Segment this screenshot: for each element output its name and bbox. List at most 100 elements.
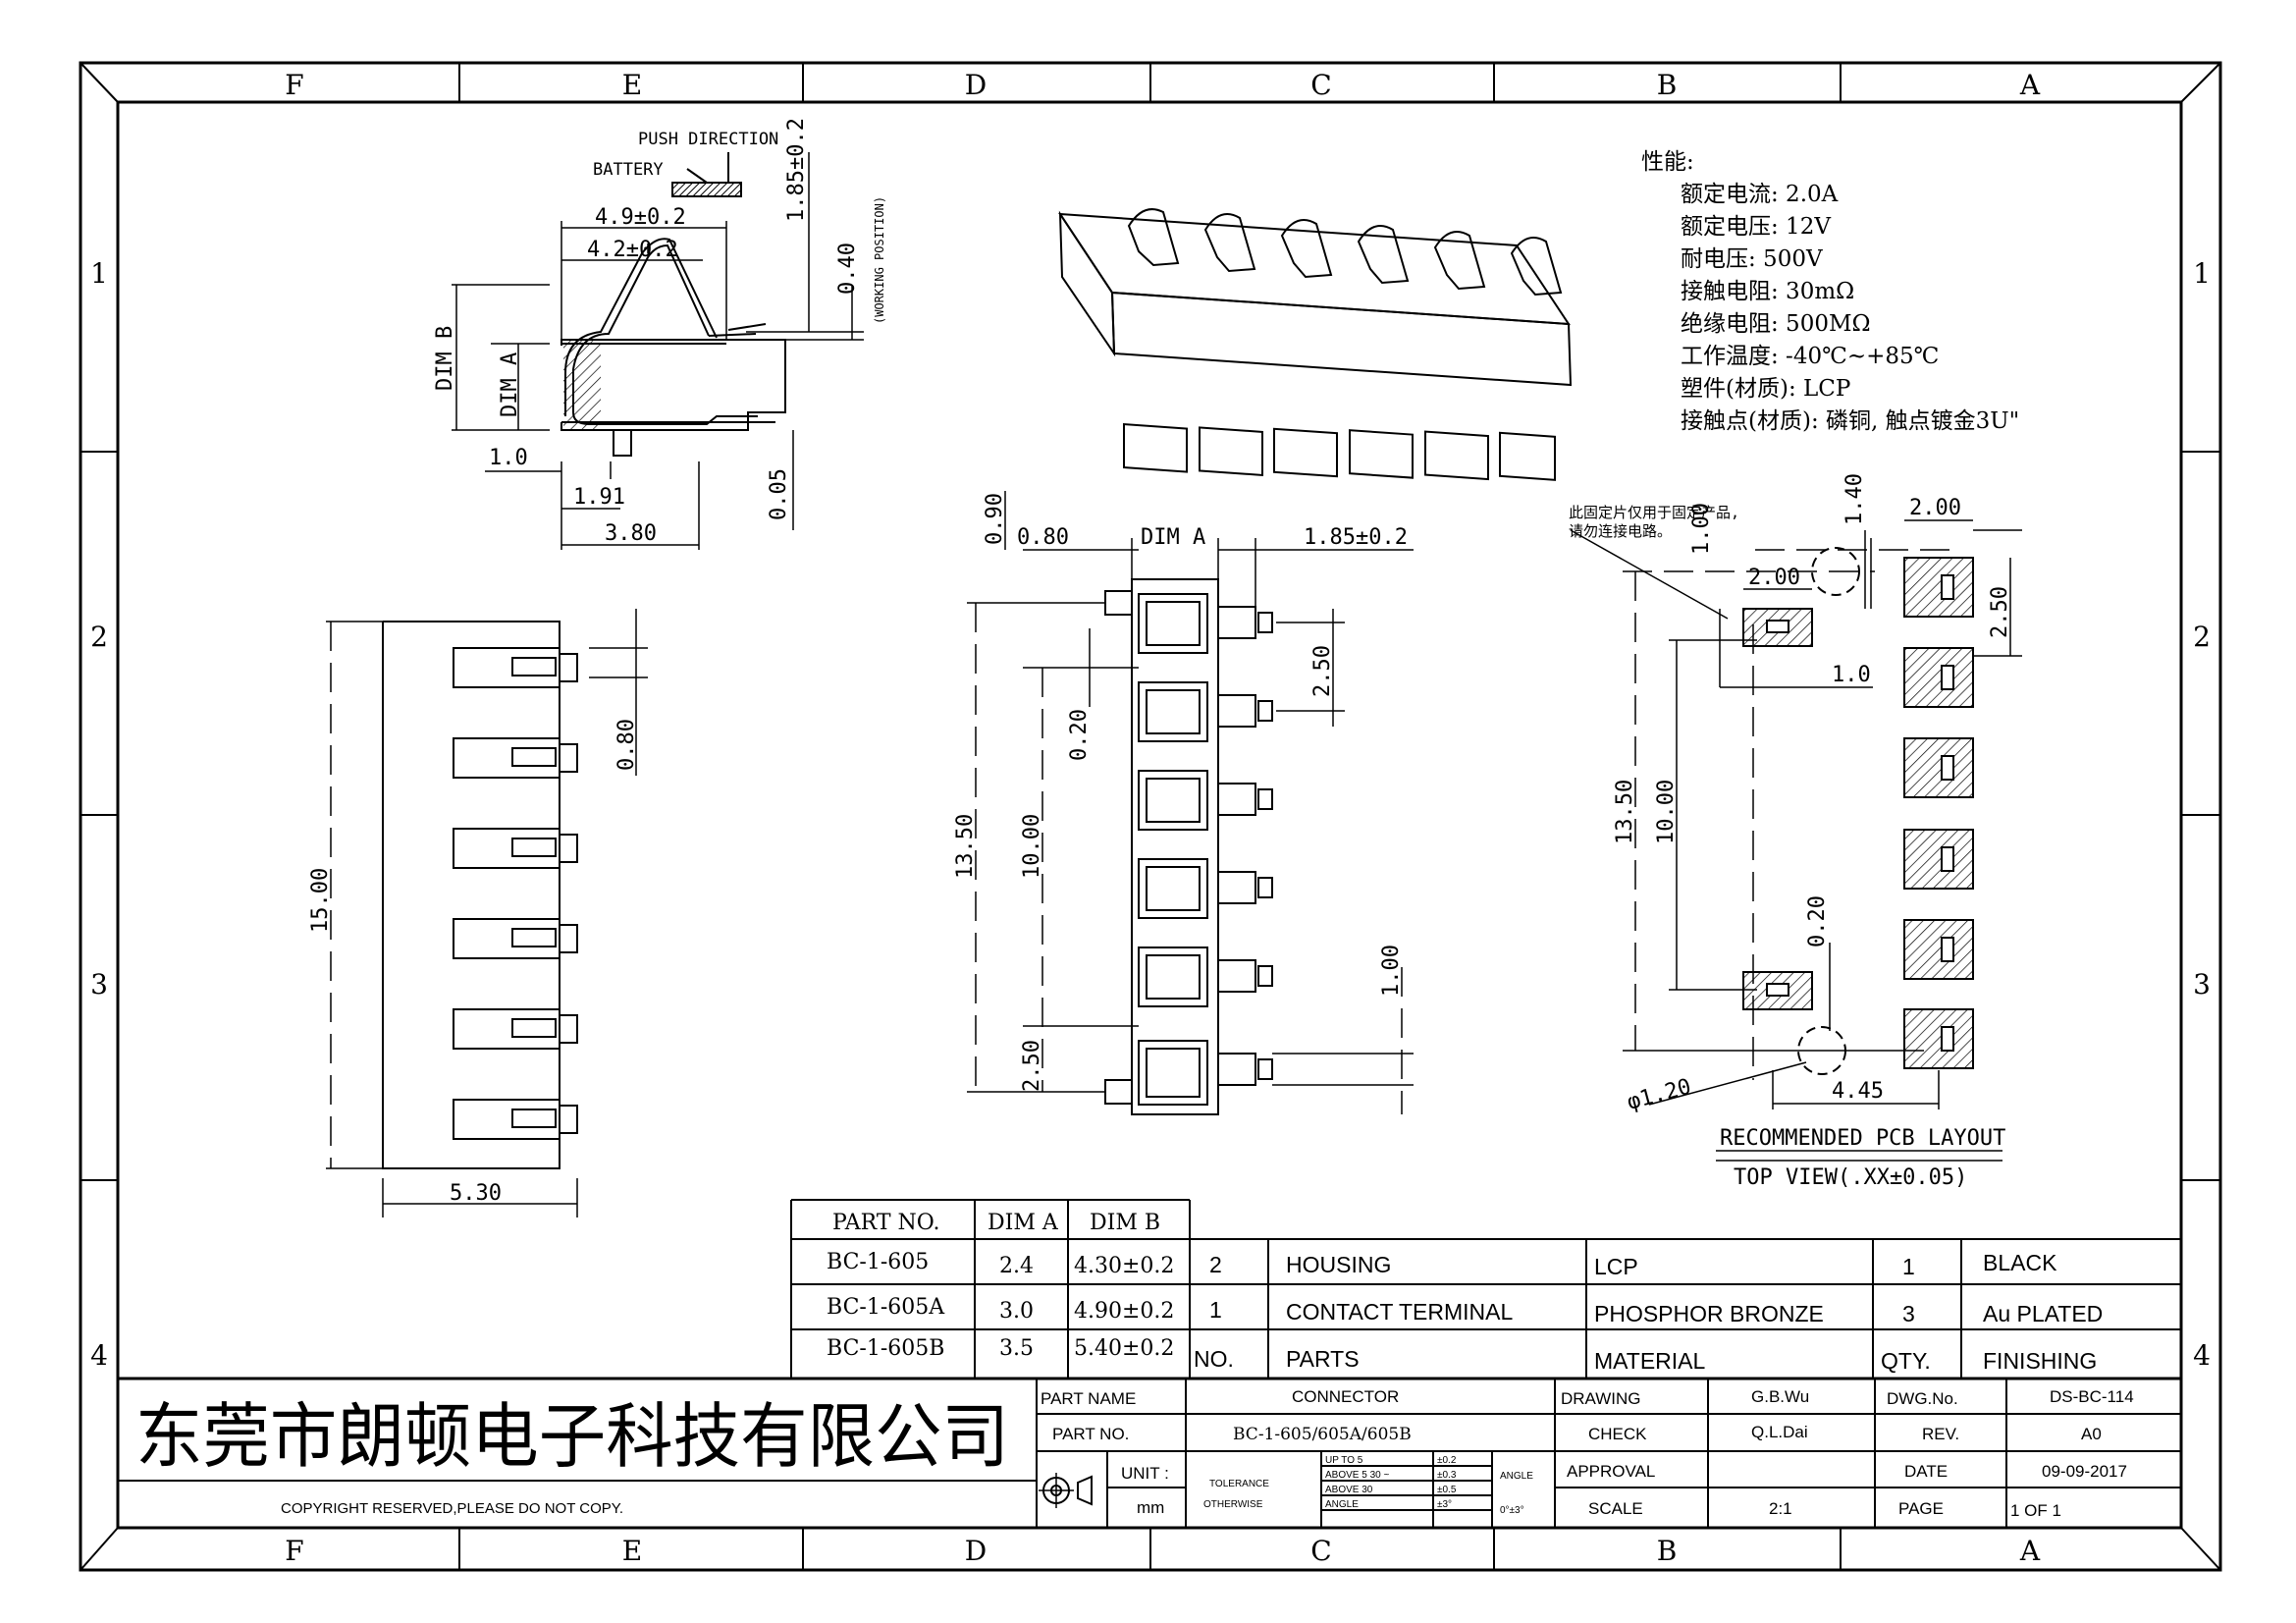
bom-header: FINISHING: [1983, 1348, 2097, 1374]
drawing-value: G.B.Wu: [1751, 1387, 1809, 1406]
copyright-notice: COPYRIGHT RESERVED,PLEASE DO NOT COPY.: [281, 1500, 623, 1517]
dim-label: 1.85±0.2: [784, 118, 809, 222]
part-name-label: PART NAME: [1041, 1389, 1136, 1408]
table-header: DIM B: [1090, 1211, 1160, 1235]
dim-label: 4.45: [1832, 1079, 1884, 1104]
pcb-layout-labels: 此固定片仅用于固定产品, 请勿连接电路。 1.00 1.40 2.00 2.00…: [1569, 473, 2012, 1190]
scale-label: SCALE: [1588, 1499, 1643, 1518]
specs-title: 性能:: [1641, 149, 1694, 175]
bom-cell: LCP: [1594, 1254, 1638, 1279]
pcb-layout: [1570, 519, 2022, 1162]
specs-block: 性能: 额定电流: 2.0A 额定电压: 12V 耐电压: 500V 接触电阻:…: [1641, 149, 2019, 434]
spec-line: 接触点(材质): 磷铜, 触点镀金3U": [1681, 408, 2019, 434]
bom-cell: HOUSING: [1286, 1252, 1391, 1277]
date-value: 09-09-2017: [2042, 1462, 2127, 1481]
bom-header: PARTS: [1286, 1346, 1360, 1372]
dim-label: 1.91: [573, 485, 625, 510]
tol-row: UP TO 5: [1325, 1455, 1363, 1466]
part-table-text: PART NO. DIM A DIM B BC-1-605 2.4 4.30±0…: [827, 1211, 1174, 1361]
front-contacts: [453, 647, 578, 1140]
table-header: DIM A: [988, 1211, 1059, 1235]
row-label-right: 3: [2193, 968, 2211, 1001]
tol-row: ±0.5: [1437, 1485, 1457, 1495]
page-value: 1 OF 1: [2010, 1501, 2061, 1520]
pcb-note: 请勿连接电路。: [1569, 522, 1672, 540]
angle-value: 0°±3°: [1500, 1505, 1524, 1516]
tol-row: ±3°: [1437, 1499, 1452, 1510]
dim-label: 2.50: [1020, 1040, 1044, 1092]
dim-label: 0.05: [767, 468, 791, 520]
bom-cell: PHOSPHOR BRONZE: [1594, 1301, 1824, 1326]
push-direction-label: PUSH DIRECTION: [638, 130, 778, 149]
row-label-right: 4: [2193, 1339, 2211, 1372]
col-label-bottom: A: [2019, 1535, 2041, 1567]
table-cell: BC-1-605A: [827, 1295, 945, 1320]
dim-label: 3.80: [605, 521, 657, 546]
bom-table-text: 2 HOUSING LCP 1 BLACK 1 CONTACT TERMINAL…: [1194, 1250, 2103, 1374]
pcb-pads: [1742, 557, 1974, 1069]
pcb-layout-subtitle: TOP VIEW(.XX±0.05): [1734, 1165, 1967, 1190]
row-label-left: 3: [90, 968, 108, 1001]
dim-label: 0.40: [835, 243, 860, 295]
col-label-bottom: E: [622, 1535, 642, 1567]
bom-cell: 1: [1902, 1254, 1915, 1279]
pcb-layout-title: RECOMMENDED PCB LAYOUT: [1720, 1126, 2005, 1151]
spec-line: 额定电流: 2.0A: [1681, 182, 1839, 207]
dim-label: 13.50: [1613, 780, 1637, 844]
bom-header: MATERIAL: [1594, 1348, 1706, 1374]
drawing-label: DRAWING: [1561, 1389, 1641, 1408]
dim-label: 0.80: [1017, 525, 1069, 550]
col-label-bottom: B: [1657, 1535, 1678, 1567]
bom-cell: 2: [1209, 1252, 1222, 1277]
dim-label: 0.20: [1805, 895, 1830, 947]
col-label-bottom: F: [285, 1535, 303, 1567]
tol-row: ANGLE: [1325, 1499, 1359, 1510]
date-label: DATE: [1904, 1462, 1948, 1481]
pcb-note: 此固定片仅用于固定产品,: [1569, 504, 1739, 521]
dim-label: 0.20: [1067, 709, 1092, 761]
tol-row: ±0.3: [1437, 1470, 1457, 1481]
col-label-top: F: [285, 69, 303, 101]
row-label-left: 4: [90, 1339, 108, 1372]
isometric-view: [1058, 208, 1573, 481]
unit-value: mm: [1137, 1498, 1164, 1517]
dim-label: 2.50: [1988, 586, 2012, 638]
dim-label: 1.00: [1379, 945, 1404, 997]
otherwise-label: OTHERWISE: [1203, 1499, 1263, 1510]
top-view-labels: 0.90 0.80 DIM A 1.85±0.2 2.50 0.20 13.50…: [953, 493, 1408, 1092]
bom-header: QTY.: [1881, 1348, 1931, 1374]
dim-label: DIM A: [498, 352, 522, 417]
rev-label: REV.: [1922, 1425, 1959, 1443]
row-label-left: 1: [90, 257, 108, 290]
dim-label: DIM A: [1141, 525, 1205, 550]
part-no-label: PART NO.: [1052, 1425, 1129, 1443]
dim-label: 5.30: [450, 1181, 502, 1206]
dim-label: 4.9±0.2: [595, 205, 686, 230]
dim-label: 1.0: [489, 446, 528, 470]
spec-line: 工作温度: -40℃~+85℃: [1681, 344, 1939, 369]
bom-cell: 1: [1209, 1297, 1222, 1323]
dim-label: 10.00: [1020, 814, 1044, 879]
approval-label: APPROVAL: [1567, 1462, 1655, 1481]
col-label-top: E: [622, 69, 642, 101]
col-label-top: D: [965, 69, 987, 101]
spec-line: 额定电压: 12V: [1681, 214, 1831, 240]
table-cell: 3.0: [999, 1299, 1034, 1324]
spec-line: 耐电压: 500V: [1681, 246, 1823, 272]
tol-row: ±0.2: [1437, 1455, 1457, 1466]
dwg-value: DS-BC-114: [2050, 1387, 2134, 1406]
part-no-value: BC-1-605/605A/605B: [1233, 1425, 1412, 1444]
spec-line: 接触电阻: 30mΩ: [1681, 279, 1854, 304]
pcb-slots: [1766, 574, 1954, 1052]
dim-label: 15.00: [308, 868, 333, 933]
bom-cell: Au PLATED: [1983, 1301, 2103, 1326]
bom-cell: CONTACT TERMINAL: [1286, 1299, 1514, 1325]
dim-label: 0.80: [614, 719, 639, 771]
scale-value: 2:1: [1769, 1499, 1792, 1518]
dim-label: 2.00: [1748, 566, 1800, 590]
dwg-label: DWG.No.: [1887, 1389, 1958, 1408]
table-cell: 4.90±0.2: [1074, 1299, 1174, 1324]
row-label-left: 2: [90, 621, 108, 653]
table-cell: BC-1-605B: [827, 1336, 944, 1361]
